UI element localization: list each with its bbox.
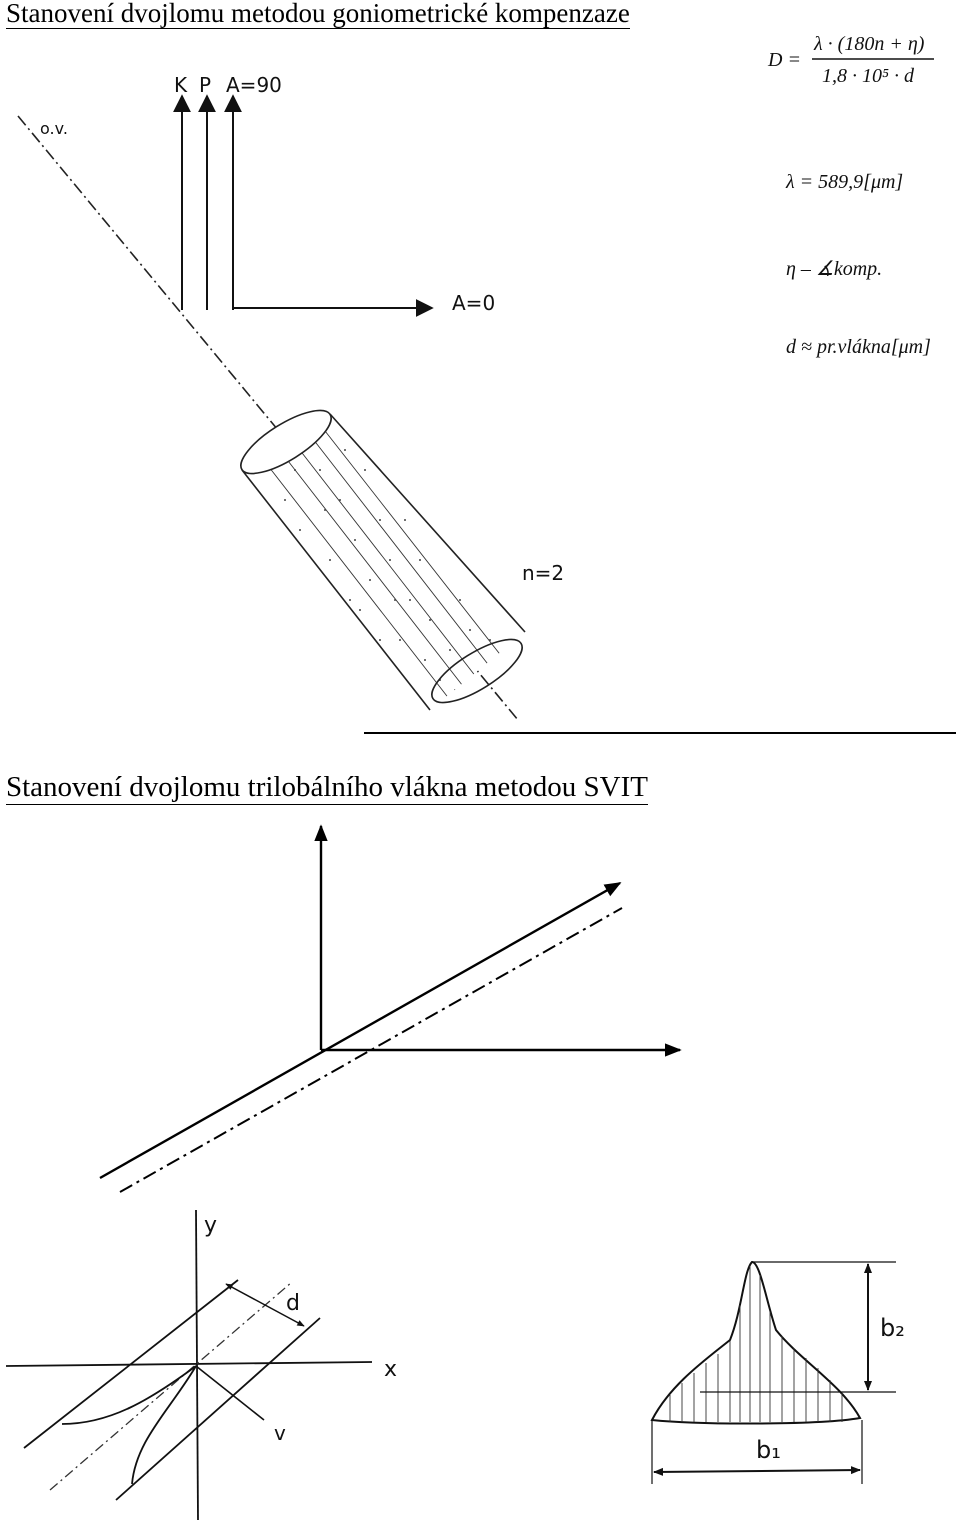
optical-axis-label: o.v.	[40, 119, 68, 138]
fiber-axis-dashdot	[119, 907, 623, 1193]
section2-title: Stanovení dvojlomu trilobálního vlákna m…	[6, 771, 648, 805]
n-label: n=2	[522, 561, 564, 585]
p-label: P	[199, 73, 211, 97]
formula-d-denominator: 1,8 · 10⁵ · d	[822, 65, 915, 87]
b1-label: b₁	[756, 1436, 781, 1464]
formula-d-lhs: D =	[767, 49, 801, 71]
d-label: d	[286, 1291, 300, 1316]
fiber-edge-upper	[23, 1279, 239, 1449]
x-axis-label: x	[384, 1357, 397, 1382]
k-label: K	[174, 73, 188, 97]
formula-d-fiber: d ≈ pr.vlákna[μm]	[786, 336, 931, 358]
formula-lambda: λ = 589,9[μm]	[785, 171, 903, 193]
fiber-cylinder	[240, 409, 526, 711]
section-divider	[364, 732, 956, 734]
v-line	[195, 1365, 265, 1421]
y-axis-label: y	[204, 1213, 217, 1238]
profile-curve-left	[61, 1365, 197, 1425]
profile-hatching	[669, 1266, 843, 1422]
trilobal-profile: b₂ b₁	[650, 1260, 905, 1484]
fiber-center-dashdot	[49, 1281, 293, 1491]
x-axis	[5, 1361, 373, 1367]
fiber-direction-arrow	[99, 881, 622, 1180]
trilobal-outline	[650, 1260, 862, 1425]
d-dimension-arrow	[225, 1283, 305, 1327]
a0-label: A=0	[452, 291, 495, 315]
formula-d-numerator: λ · (180n + η)	[813, 33, 925, 55]
b1-dimension-arrow	[653, 1466, 861, 1476]
a90-label: A=90	[226, 73, 282, 97]
section1-title: Stanovení dvojlomu metodou goniometrické…	[6, 0, 630, 29]
formula-eta: η – ∡komp.	[786, 258, 882, 280]
profile-curve-lower	[131, 1365, 197, 1485]
goniometric-diagram: o.v. K P A=90 A=0	[17, 33, 934, 721]
y-axis	[195, 1209, 199, 1521]
b2-label: b₂	[880, 1314, 905, 1342]
fiber-edge-lower	[115, 1317, 321, 1501]
fiber-texture-dots	[284, 449, 491, 691]
trilobal-fiber-sketch: y x v d	[5, 1209, 397, 1521]
birefringence-formula: D = λ · (180n + η) 1,8 · 10⁵ · d	[767, 33, 934, 87]
v-label: v	[274, 1421, 286, 1445]
svit-axes-diagram	[99, 824, 682, 1193]
